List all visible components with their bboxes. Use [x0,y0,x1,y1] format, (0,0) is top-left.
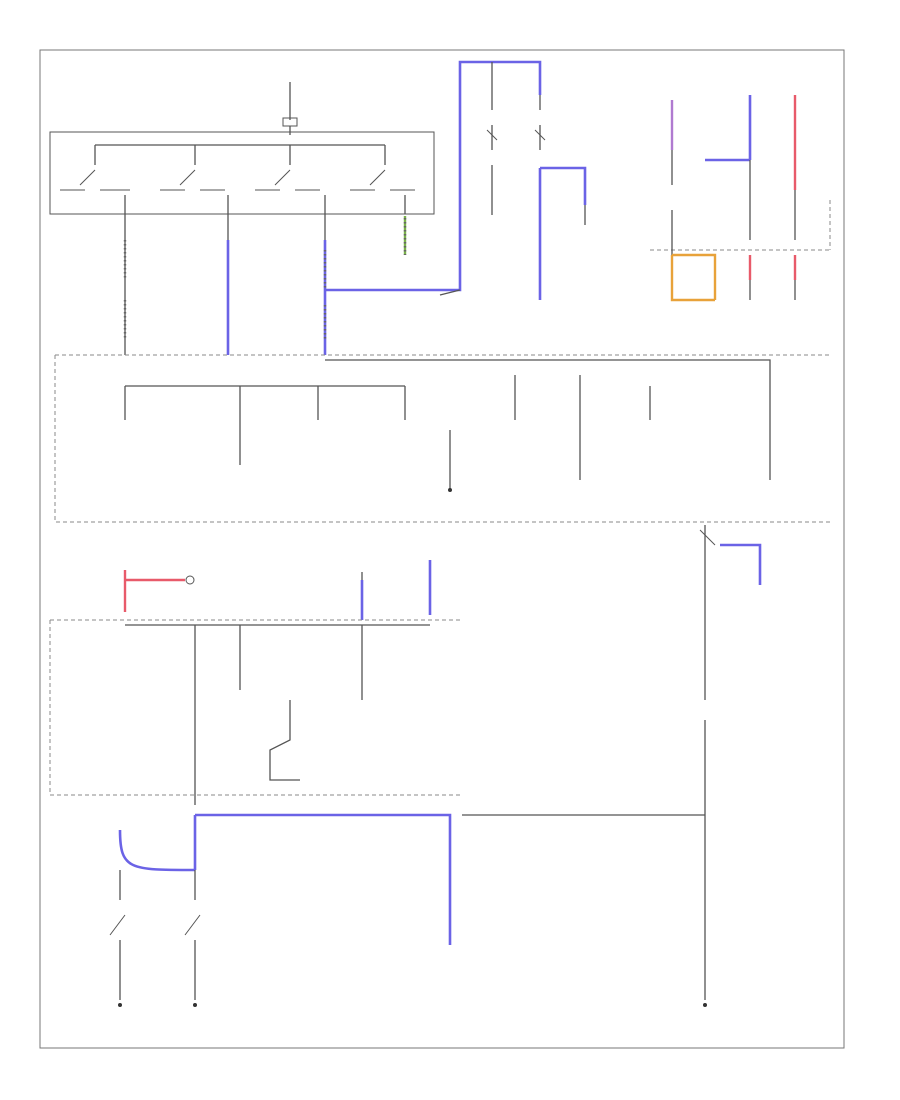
right-vertical-circuit [699,525,762,1007]
right-ground-point [703,1003,707,1007]
bottom-blue-wire [109,813,705,1007]
center-ground-point [193,1003,197,1007]
lower-left-circuit [49,560,462,805]
top-relays [486,62,587,300]
top-right-circuit [650,95,831,302]
diagram-frame [39,49,845,1049]
middle-ground-bus [54,354,830,523]
ground-point [448,488,452,492]
left-ground-point [118,1003,122,1007]
switch-block [49,82,435,215]
harness-wires [123,60,542,355]
